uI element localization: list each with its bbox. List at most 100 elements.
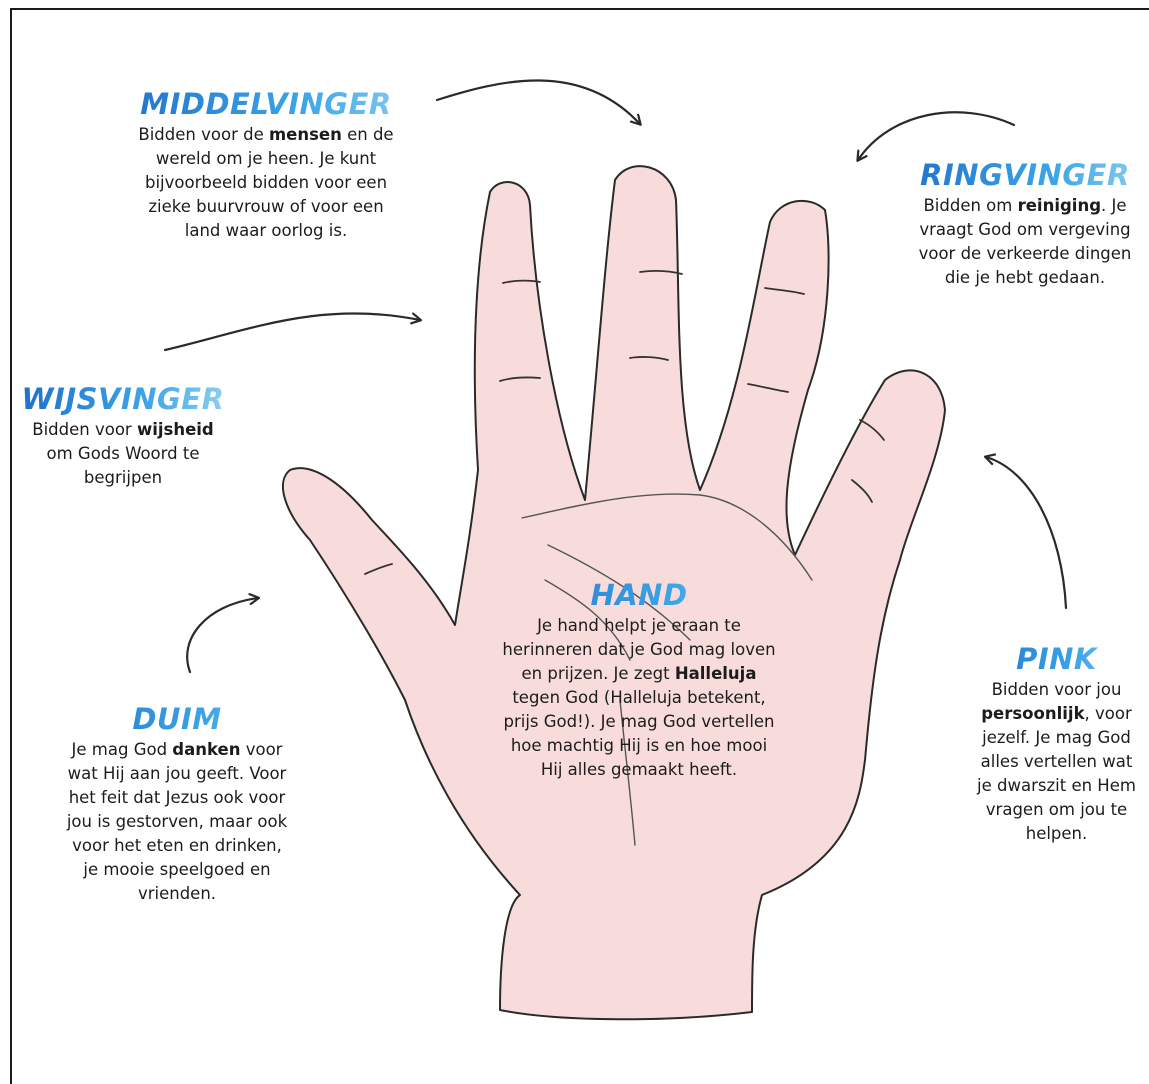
text-run: hoe machtig Hij is en hoe mooi	[510, 736, 768, 755]
text-run: helpen.	[1025, 824, 1088, 843]
text-run: Je mag God	[71, 740, 173, 759]
section-ringvinger: RINGVINGER Bidden om reiniging. Je vraagt…	[896, 158, 1149, 290]
text-line: prijs God!). Je mag God vertellen	[474, 710, 804, 734]
arrow-wijsvinger	[163, 312, 420, 352]
section-title: RINGVINGER	[896, 158, 1149, 192]
text-line: het feit dat Jezus ook voor	[36, 786, 318, 810]
text-run: om Gods Woord te	[46, 444, 200, 463]
text-line: helpen.	[964, 822, 1149, 846]
text-run: vragen om jou te	[985, 800, 1128, 819]
section-title: WIJSVINGER	[18, 382, 228, 416]
text-run: . Je	[1101, 196, 1127, 215]
text-line: jezelf. Je mag God	[964, 726, 1149, 750]
text-run: wereld om je heen. Je kunt	[155, 149, 377, 168]
text-line: voor het eten en drinken,	[36, 834, 318, 858]
section-duim: DUIM Je mag God danken voor wat Hij aan j…	[36, 702, 318, 906]
finger-creases	[364, 270, 885, 575]
text-line: Je mag God danken voor	[36, 738, 318, 762]
emphasis-word: mensen	[268, 125, 342, 144]
text-line: vrienden.	[36, 882, 318, 906]
text-run: jezelf. Je mag God	[982, 728, 1131, 747]
text-run: tegen God (Halleluja betekent,	[512, 688, 766, 707]
text-line: voor de verkeerde dingen	[896, 242, 1149, 266]
text-run: alles vertellen wat	[980, 752, 1133, 771]
text-run: Hij alles gemaakt heeft.	[540, 760, 738, 779]
text-run: Bidden om	[923, 196, 1018, 215]
section-title: PINK	[964, 642, 1149, 676]
section-pink: PINK Bidden voor jou persoonlijk, voor jez…	[964, 642, 1149, 846]
arrow-duim	[186, 598, 258, 674]
arrow-ringvinger	[858, 111, 1016, 160]
section-text: Je hand helpt je eraan te herinneren dat …	[474, 614, 804, 782]
text-line: jou is gestorven, maar ook	[36, 810, 318, 834]
arrow-middelvinger	[435, 79, 640, 124]
text-run: en prijzen. Je zegt	[521, 664, 675, 683]
text-line: en prijzen. Je zegt Halleluja	[474, 662, 804, 686]
text-run: bijvoorbeeld bidden voor een	[144, 173, 388, 192]
text-line: vragen om jou te	[964, 798, 1149, 822]
text-run: Bidden voor	[32, 420, 137, 439]
text-line: wereld om je heen. Je kunt	[106, 147, 426, 171]
section-text: Bidden om reiniging. Je vraagt God om ver…	[896, 194, 1149, 290]
text-run: vraagt God om vergeving	[919, 220, 1131, 239]
section-text: Bidden voor wijsheid om Gods Woord te begr…	[18, 418, 228, 490]
section-hand: HAND Je hand helpt je eraan te herinneren…	[474, 578, 804, 782]
text-run: prijs God!). Je mag God vertellen	[503, 712, 775, 731]
section-title: MIDDELVINGER	[106, 87, 426, 121]
text-run: , voor	[1084, 704, 1132, 723]
text-line: zieke buurvrouw of voor een	[106, 195, 426, 219]
section-wijsvinger: WIJSVINGER Bidden voor wijsheid om Gods W…	[18, 382, 228, 490]
section-text: Bidden voor de mensen en de wereld om je …	[106, 123, 426, 243]
text-run: Bidden voor de	[138, 125, 269, 144]
text-line: tegen God (Halleluja betekent,	[474, 686, 804, 710]
arrow-pink	[986, 457, 1068, 610]
section-middelvinger: MIDDELVINGER Bidden voor de mensen en de…	[106, 87, 426, 243]
text-line: land waar oorlog is.	[106, 219, 426, 243]
text-run: herinneren dat je God mag loven	[502, 640, 776, 659]
text-line: Bidden voor wijsheid	[18, 418, 228, 442]
section-text: Bidden voor jou persoonlijk, voor jezelf. …	[964, 678, 1149, 846]
text-line: je mooie speelgoed en	[36, 858, 318, 882]
text-run: die je hebt gedaan.	[944, 268, 1106, 287]
text-line: herinneren dat je God mag loven	[474, 638, 804, 662]
page-frame	[10, 8, 1149, 1084]
text-line: persoonlijk, voor	[964, 702, 1149, 726]
text-line: je dwarszit en Hem	[964, 774, 1149, 798]
emphasis-word: danken	[172, 740, 241, 759]
text-run: wat Hij aan jou geeft. Voor	[67, 764, 287, 783]
text-run: vrienden.	[137, 884, 217, 903]
text-line: Bidden voor de mensen en de	[106, 123, 426, 147]
text-run: voor de verkeerde dingen	[918, 244, 1132, 263]
emphasis-word: reiniging	[1017, 196, 1102, 215]
section-title: HAND	[474, 578, 804, 612]
text-line: begrijpen	[18, 466, 228, 490]
emphasis-word: wijsheid	[136, 420, 214, 439]
text-line: Je hand helpt je eraan te	[474, 614, 804, 638]
emphasis-word: Halleluja	[674, 664, 757, 683]
palm-lines	[521, 493, 813, 846]
text-run: land waar oorlog is.	[184, 221, 348, 240]
text-line: vraagt God om vergeving	[896, 218, 1149, 242]
text-line: Bidden om reiniging. Je	[896, 194, 1149, 218]
text-line: om Gods Woord te	[18, 442, 228, 466]
section-title: DUIM	[36, 702, 318, 736]
text-run: jou is gestorven, maar ook	[66, 812, 288, 831]
text-run: en de	[341, 125, 394, 144]
text-run: het feit dat Jezus ook voor	[68, 788, 286, 807]
text-line: hoe machtig Hij is en hoe mooi	[474, 734, 804, 758]
hand-outline	[281, 165, 946, 1021]
text-run: voor het eten en drinken,	[72, 836, 282, 855]
text-line: wat Hij aan jou geeft. Voor	[36, 762, 318, 786]
text-line: die je hebt gedaan.	[896, 266, 1149, 290]
text-run: je mooie speelgoed en	[83, 860, 271, 879]
text-line: Hij alles gemaakt heeft.	[474, 758, 804, 782]
text-run: je dwarszit en Hem	[977, 776, 1136, 795]
section-text: Je mag God danken voor wat Hij aan jou ge…	[36, 738, 318, 906]
text-run: zieke buurvrouw of voor een	[148, 197, 384, 216]
text-line: bijvoorbeeld bidden voor een	[106, 171, 426, 195]
text-line: Bidden voor jou	[964, 678, 1149, 702]
text-run: Bidden voor jou	[991, 680, 1122, 699]
text-run: begrijpen	[83, 468, 163, 487]
text-line: alles vertellen wat	[964, 750, 1149, 774]
